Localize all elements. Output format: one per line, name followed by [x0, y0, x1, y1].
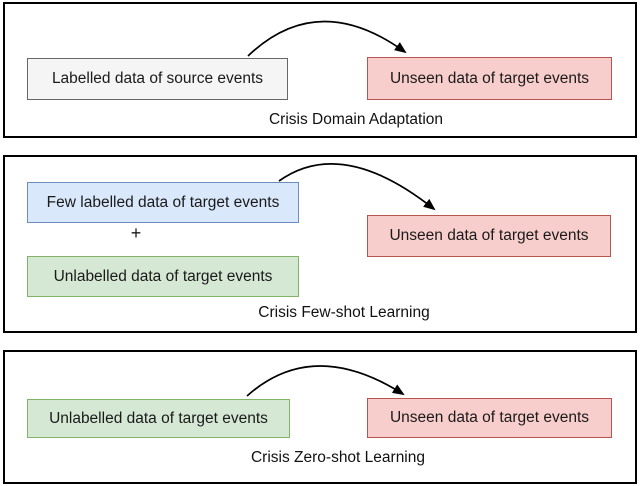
unseen-target-data-box: Unseen data of target events — [367, 398, 612, 438]
panel-content: Few labelled data of target events + Unl… — [5, 157, 635, 331]
labelled-source-data-box: Labelled data of source events — [27, 58, 288, 100]
box-label: Unseen data of target events — [389, 227, 589, 244]
box-label: Unseen data of target events — [389, 69, 590, 87]
panel-caption: Crisis Domain Adaptation — [268, 111, 444, 128]
unseen-target-data-box: Unseen data of target events — [367, 215, 611, 257]
unlabelled-target-data-box: Unlabelled data of target events — [27, 399, 290, 438]
box-label: Unseen data of target events — [389, 409, 590, 426]
box-label: Labelled data of source events — [51, 70, 264, 87]
panel-caption: Crisis Zero-shot Learning — [250, 449, 425, 466]
panel-caption: Crisis Few-shot Learning — [258, 304, 430, 321]
box-label: Few labelled data of target events — [46, 193, 280, 211]
panel-crisis-domain-adaptation: Labelled data of source events Unseen da… — [3, 2, 637, 138]
box-label: Unlabelled data of target events — [49, 409, 268, 427]
panel-crisis-zero-shot-learning: Unlabelled data of target events Unseen … — [3, 350, 637, 484]
panel-content: Labelled data of source events Unseen da… — [5, 4, 635, 136]
panel-content: Unlabelled data of target events Unseen … — [5, 352, 635, 482]
plus-sign: + — [130, 223, 142, 243]
unlabelled-target-data-box: Unlabelled data of target events — [27, 256, 299, 297]
panel-crisis-few-shot-learning: Few labelled data of target events + Unl… — [3, 155, 637, 333]
few-labelled-target-data-box: Few labelled data of target events — [27, 182, 299, 223]
box-label: Unlabelled data of target events — [53, 267, 273, 285]
unseen-target-data-box: Unseen data of target events — [367, 57, 612, 100]
